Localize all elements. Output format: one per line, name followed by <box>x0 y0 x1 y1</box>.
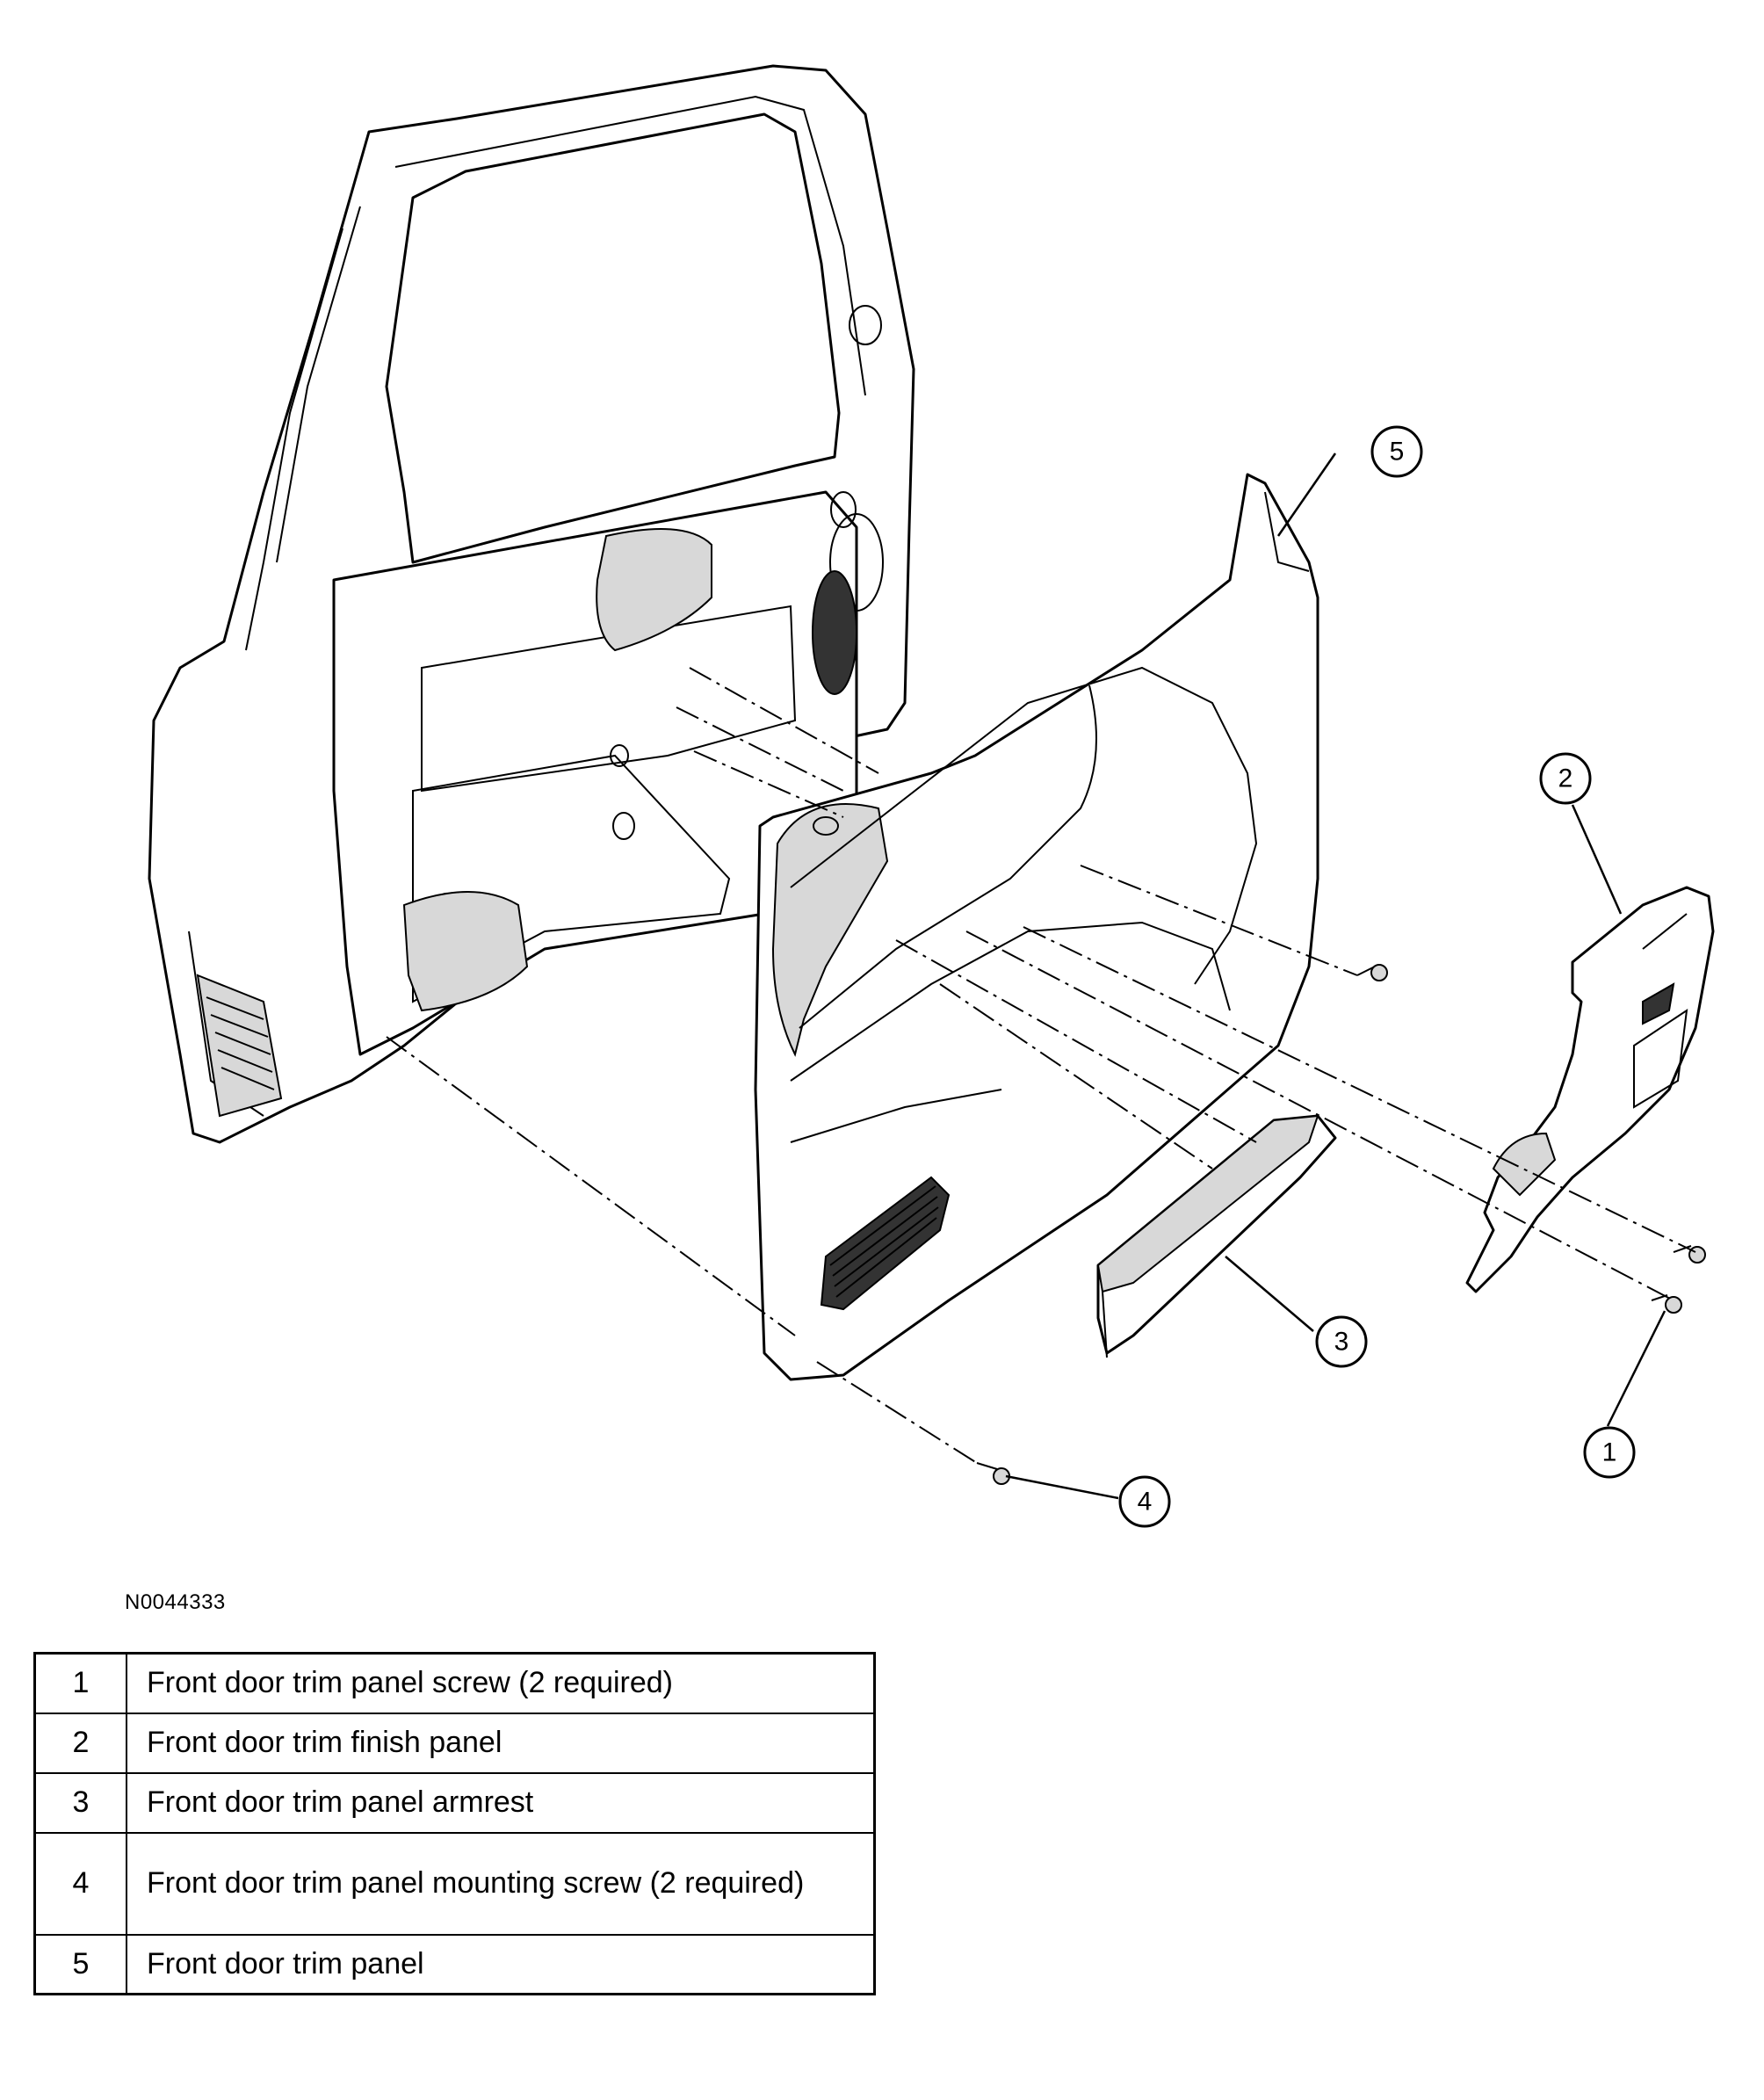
screw-drawing-1a <box>1356 964 1388 981</box>
item-description: Front door trim panel mounting screw (2 … <box>126 1831 876 1936</box>
callout-5: 5 <box>1370 425 1423 478</box>
finish-panel-drawing <box>1465 886 1715 1293</box>
item-description: Front door trim panel <box>126 1933 876 1995</box>
callout-4: 4 <box>1118 1475 1171 1528</box>
item-number: 4 <box>33 1831 127 1936</box>
callout-5-label: 5 <box>1390 438 1405 467</box>
item-description: Front door trim panel screw (2 required) <box>126 1652 876 1714</box>
callout-1-label: 1 <box>1602 1438 1617 1467</box>
table-row: 3 Front door trim panel armrest <box>33 1771 876 1834</box>
trim-panel-drawing <box>754 473 1319 1381</box>
item-number: 2 <box>33 1712 127 1774</box>
screw-drawing-1c <box>1651 1294 1682 1314</box>
armrest-drawing <box>1096 1114 1337 1358</box>
callout-4-label: 4 <box>1138 1488 1153 1517</box>
item-number: 1 <box>33 1652 127 1714</box>
door-shell-drawing <box>148 64 915 1144</box>
screw-drawing-4 <box>976 1462 1010 1485</box>
table-row: 4 Front door trim panel mounting screw (… <box>33 1831 876 1936</box>
callout-2-label: 2 <box>1558 764 1573 793</box>
alignment-lines <box>386 667 1696 1464</box>
figure-id: N0044333 <box>125 1590 226 1614</box>
item-number: 5 <box>33 1933 127 1995</box>
leader-lines <box>1005 453 1666 1500</box>
callout-1: 1 <box>1583 1426 1636 1479</box>
callout-3-label: 3 <box>1334 1328 1349 1357</box>
parts-legend-table: 1 Front door trim panel screw (2 require… <box>33 1652 876 1995</box>
item-description: Front door trim finish panel <box>126 1712 876 1774</box>
item-number: 3 <box>33 1771 127 1834</box>
callout-2: 2 <box>1539 752 1592 805</box>
exploded-view-illustration: 1 2 3 4 5 <box>148 64 1715 1528</box>
item-description: Front door trim panel armrest <box>126 1771 876 1834</box>
callout-3: 3 <box>1315 1315 1368 1368</box>
table-row: 2 Front door trim finish panel <box>33 1712 876 1774</box>
table-row: 5 Front door trim panel <box>33 1933 876 1995</box>
table-row: 1 Front door trim panel screw (2 require… <box>33 1652 876 1714</box>
